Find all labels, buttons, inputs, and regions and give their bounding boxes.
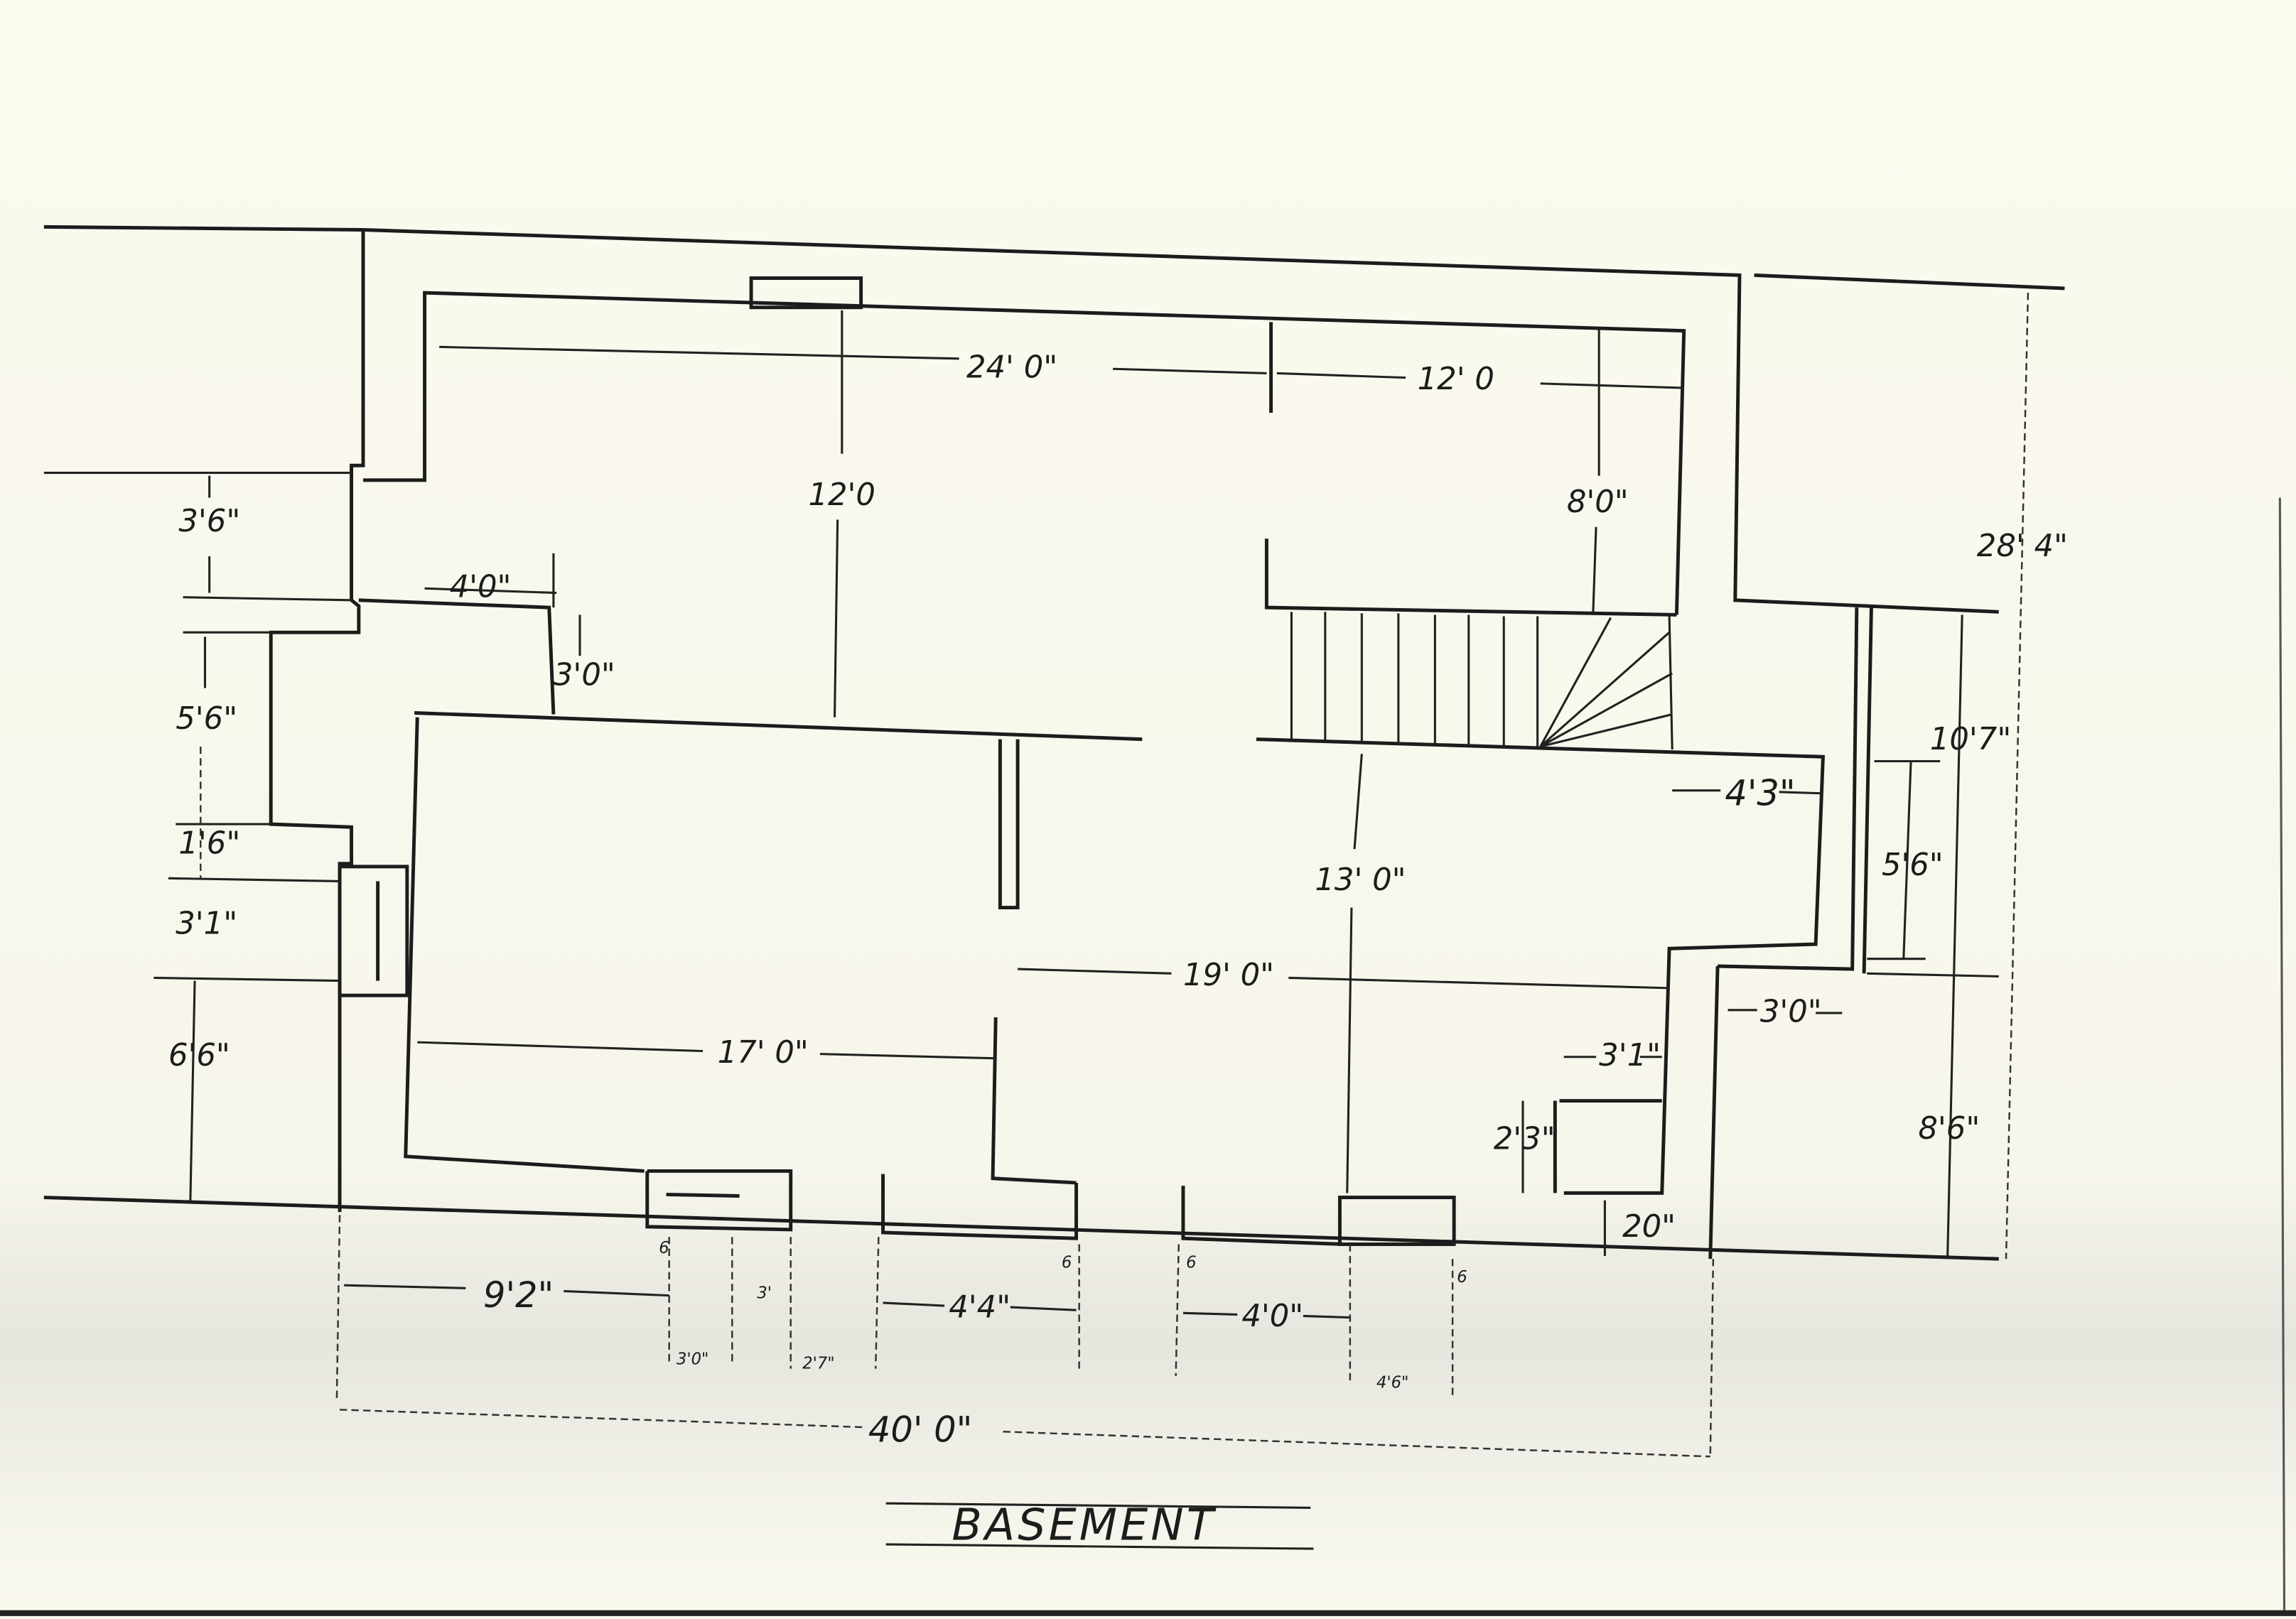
partition-stub [998,739,1020,910]
dim-label: 17' 0" [718,1035,809,1071]
window-3 [1181,1186,1344,1246]
wall-thickness-mark: 6 [659,1239,669,1257]
outer-wall [43,224,1999,614]
dim-label: 4'3" [1725,772,1795,813]
dim-label: 4'6" [1376,1373,1408,1392]
dim-label: 6'6" [168,1038,230,1073]
dim-label: 3'0" [1760,994,1822,1029]
dim-label: 12'0 [808,477,875,513]
ref-line-top-right [1754,273,2065,291]
dim-label: 8'6" [1918,1111,1980,1147]
overall-width-label: 40' 0" [868,1409,972,1451]
dim-label: 28' 4" [1977,529,2068,564]
dim-label: 20" [1622,1209,1676,1245]
dim-label: 2'7" [802,1355,834,1373]
dimension-labels: 24' 0" 12' 0 12'0 8'0" 28' 4" 3'6" 4'0" … [168,350,2068,1551]
dim-label: 4'0" [450,570,512,605]
dim-label: 12' 0 [1418,362,1494,397]
dim-label: 8'0" [1567,484,1629,520]
walls [43,224,2065,1261]
stair-enclosure [1264,538,1677,617]
outer-left-wall [269,229,365,1213]
dim-label: 4'4" [949,1290,1010,1326]
inner-left-step [358,598,556,715]
dim-label: 13' 0" [1315,862,1406,898]
wall-thickness-mark: 6 [1186,1253,1196,1272]
right-wing-wall [1708,965,1720,1260]
dim-label: 3'6" [178,504,240,539]
wall-thickness-mark: 6 [1457,1268,1467,1287]
window-sash [666,1192,740,1198]
plan-title: BASEMENT [952,1500,1216,1551]
ext-line [168,877,340,883]
center-partition [991,1017,1077,1185]
window-4 [1337,1196,1456,1246]
ext-line [153,976,340,982]
window-1 [645,1169,793,1232]
bottom-outer-wall [43,1196,1999,1261]
dim-label: 19' 0" [1183,958,1274,993]
ext-line [183,596,352,602]
dim-label: 4'0" [1241,1299,1303,1334]
right-wing-wall-2 [1862,607,1873,974]
dim-label: 9'2" [483,1274,554,1316]
left-room-inner [404,717,645,1173]
dim-label: 3' [757,1284,772,1303]
dim-label: 1'6" [178,825,240,861]
dim-label: 2'3" [1494,1122,1556,1157]
stairs [1290,612,1674,750]
left-room-wall [414,711,1143,742]
chimney [749,276,863,310]
dim-label: 10'7" [1930,722,2011,757]
stair-bottom-wall [1256,737,1825,1195]
dim-label: 3'1" [1599,1038,1661,1073]
right-wing-inner [1718,607,1859,971]
page-edge-right [2278,497,2286,1610]
dim-label: 5'6" [176,701,237,737]
dim-label: 24' 0" [966,350,1057,386]
wall-thickness-mark: 6 [1062,1253,1072,1272]
dim-label: 5'6" [1882,848,1944,883]
dimension-lines [189,293,2030,1550]
inner-top-wall [363,291,1686,615]
dim-label: 3'1" [176,906,237,942]
dim-label: 3'0" [554,657,615,693]
window-2 [881,1174,1079,1240]
dim-label: 3'0" [677,1350,708,1368]
left-window [338,865,409,997]
